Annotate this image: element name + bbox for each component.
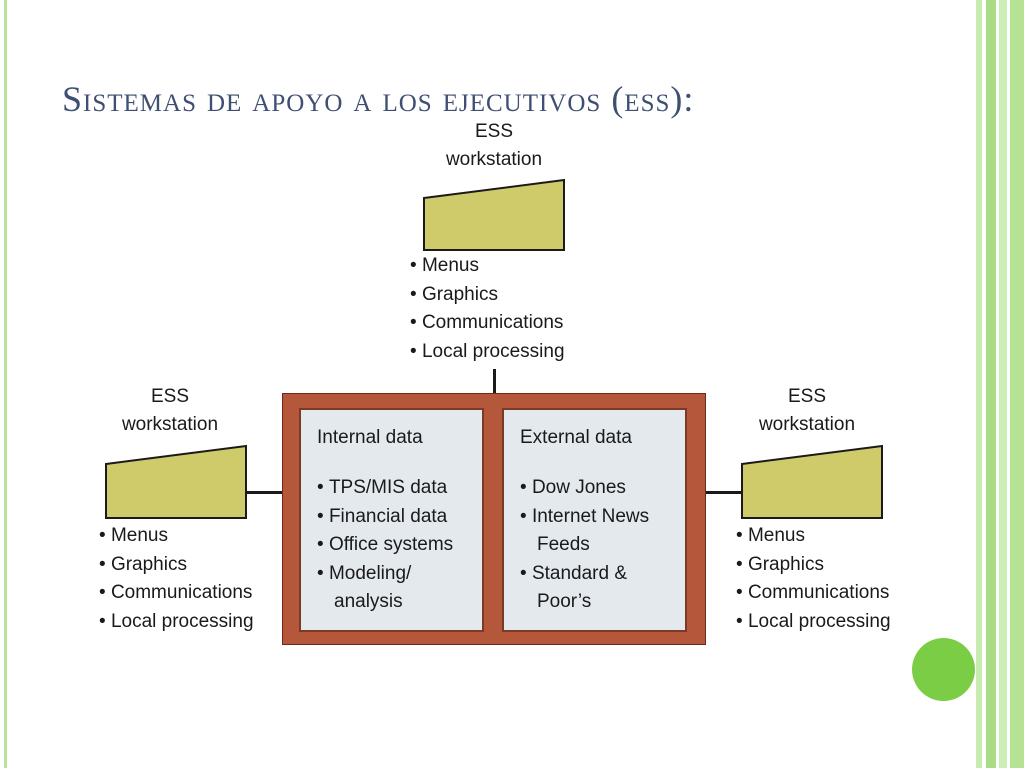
internal-data-panel: Internal data TPS/MIS data Financial dat… bbox=[299, 408, 484, 632]
feature-item: Local processing bbox=[736, 608, 891, 637]
workstation-label-line: ESS bbox=[150, 386, 190, 407]
internal-data-heading: Internal data bbox=[317, 427, 423, 448]
right-workstation-label: ESS workstation bbox=[707, 383, 907, 439]
workstation-label-line: workstation bbox=[758, 414, 856, 435]
right-border-band bbox=[1010, 0, 1024, 768]
internal-data-item: TPS/MIS data bbox=[317, 474, 482, 503]
left-workstation-label: ESS workstation bbox=[70, 383, 270, 439]
workstation-label-line: ESS bbox=[474, 121, 514, 142]
left-border-rule bbox=[4, 0, 7, 768]
internal-data-item: Modeling/ analysis bbox=[317, 560, 482, 617]
internal-data-item: Office systems bbox=[317, 531, 482, 560]
left-workstation-features: Menus Graphics Communications Local proc… bbox=[99, 522, 254, 636]
right-workstation-features: Menus Graphics Communications Local proc… bbox=[736, 522, 891, 636]
workstation-label-line: workstation bbox=[445, 149, 543, 170]
slide-title: Sistemas de apoyo a los ejecutivos (ess)… bbox=[62, 79, 695, 119]
right-border-band bbox=[986, 0, 996, 768]
right-border-band bbox=[999, 0, 1007, 768]
external-data-panel: External data Dow Jones Internet News Fe… bbox=[502, 408, 687, 632]
feature-item: Menus bbox=[99, 522, 254, 551]
feature-item: Menus bbox=[736, 522, 891, 551]
right-border-band bbox=[976, 0, 982, 768]
right-workstation-icon bbox=[741, 444, 883, 519]
external-data-item: Internet News Feeds bbox=[520, 503, 685, 560]
top-connector-line bbox=[493, 369, 496, 395]
workstation-label-line: ESS bbox=[787, 386, 827, 407]
feature-item: Menus bbox=[410, 252, 565, 281]
external-data-list: Dow Jones Internet News Feeds Standard &… bbox=[520, 474, 685, 617]
internal-data-item: Financial data bbox=[317, 503, 482, 532]
workstation-label-line: workstation bbox=[121, 414, 219, 435]
workstation-shape bbox=[423, 178, 565, 251]
workstation-shape bbox=[741, 444, 883, 519]
feature-item: Graphics bbox=[736, 551, 891, 580]
external-data-heading: External data bbox=[520, 427, 632, 448]
feature-item: Graphics bbox=[99, 551, 254, 580]
feature-item: Local processing bbox=[99, 608, 254, 637]
feature-item: Graphics bbox=[410, 281, 565, 310]
feature-item: Communications bbox=[410, 309, 565, 338]
feature-item: Communications bbox=[99, 579, 254, 608]
top-workstation-label: ESS workstation bbox=[394, 118, 594, 174]
left-workstation-icon bbox=[105, 444, 247, 519]
feature-item: Local processing bbox=[410, 338, 565, 367]
external-data-item: Dow Jones bbox=[520, 474, 685, 503]
green-circle-decoration bbox=[912, 638, 975, 701]
left-connector-line bbox=[247, 491, 284, 494]
internal-data-list: TPS/MIS data Financial data Office syste… bbox=[317, 474, 482, 617]
external-data-item: Standard & Poor’s bbox=[520, 560, 685, 617]
workstation-shape bbox=[105, 444, 247, 519]
top-workstation-features: Menus Graphics Communications Local proc… bbox=[410, 252, 565, 366]
feature-item: Communications bbox=[736, 579, 891, 608]
right-connector-line bbox=[704, 491, 742, 494]
top-workstation-icon bbox=[423, 178, 565, 251]
